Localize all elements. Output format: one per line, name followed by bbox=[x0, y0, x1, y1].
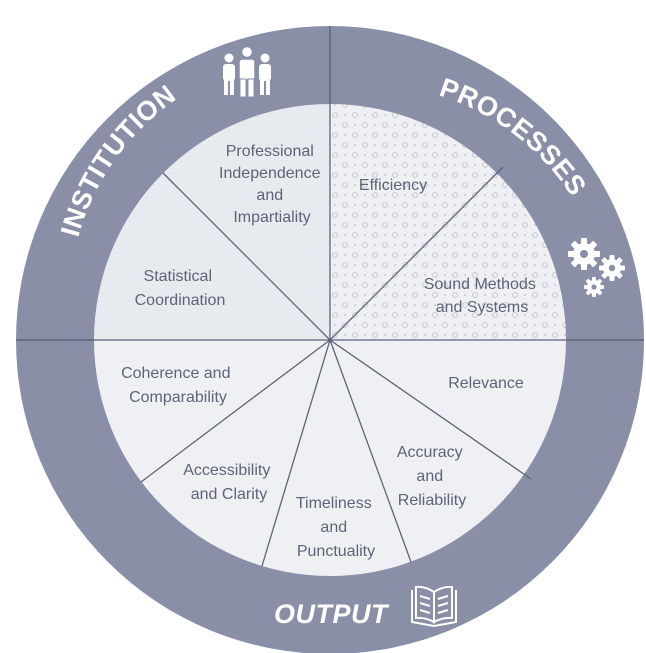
divider-institution bbox=[162, 172, 331, 341]
divider-accuracy bbox=[329, 339, 412, 563]
segment-relevance: Relevance bbox=[448, 375, 524, 392]
open-book-icon bbox=[411, 585, 457, 628]
divider-timeliness bbox=[261, 339, 331, 567]
ring-label-output: OUTPUT bbox=[274, 599, 390, 629]
segment-statistical-coordination: Statistical Coordination bbox=[135, 268, 226, 309]
segment-accessibility: Accessibility and Clarity bbox=[183, 462, 275, 503]
segment-timeliness: Timeliness and Punctuality bbox=[296, 495, 376, 560]
segment-accuracy: Accuracy and Reliability bbox=[397, 444, 467, 509]
divider-accessibility bbox=[140, 339, 331, 483]
segment-coherence: Coherence and Comparability bbox=[121, 365, 235, 406]
divider-relevance bbox=[329, 339, 532, 480]
segment-efficiency: Efficiency bbox=[359, 177, 427, 194]
divider-processes bbox=[329, 166, 504, 341]
gears-icon bbox=[568, 238, 625, 297]
segment-professional-independence: Professional Independence and Impartiali… bbox=[219, 143, 325, 226]
output-segment-bg bbox=[94, 340, 566, 576]
people-group-icon bbox=[223, 45, 271, 98]
segment-sound-methods: Sound Methods and Systems bbox=[424, 276, 541, 316]
